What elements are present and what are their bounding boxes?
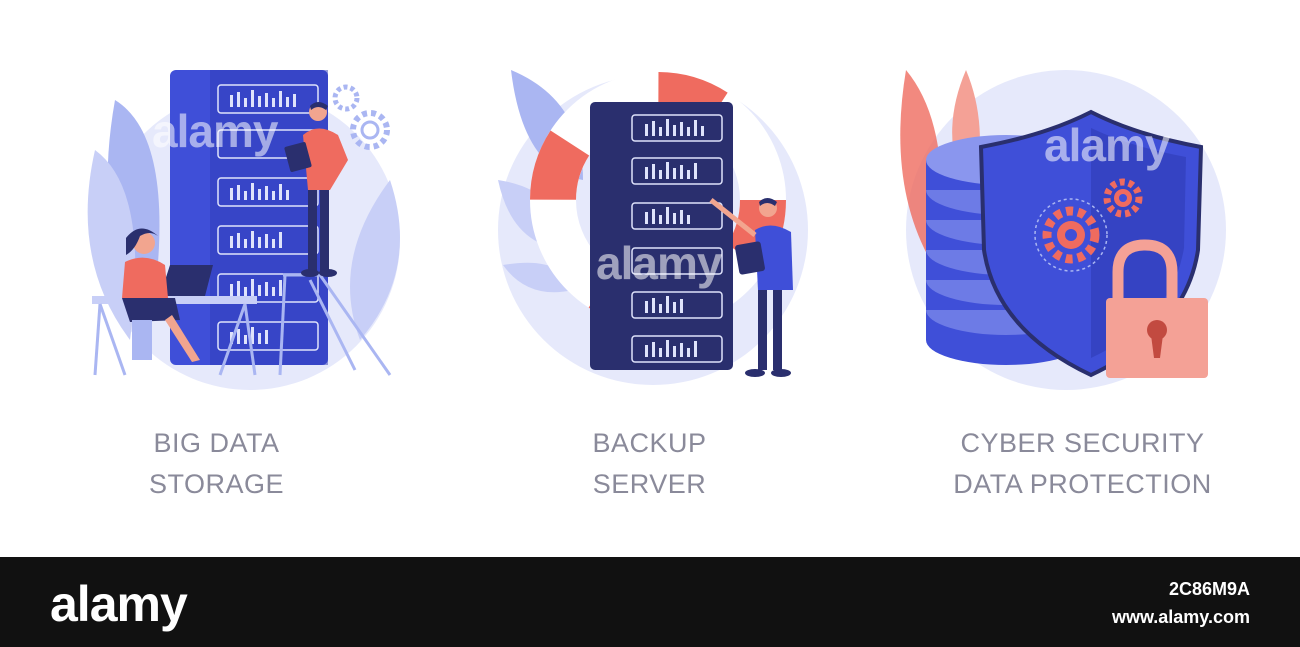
caption-big-data-storage: BIG DATA STORAGE (0, 423, 433, 505)
big-data-storage-illustration (87, 70, 400, 390)
image-id: 2C86M9A (1168, 579, 1250, 599)
caption-line-1: BIG DATA (153, 428, 280, 458)
footer-bar: alamy 2C86M9A www.alamy.com (0, 557, 1300, 647)
caption-line-1: CYBER SECURITY (960, 428, 1205, 458)
caption-cyber-security: CYBER SECURITY DATA PROTECTION (866, 423, 1299, 505)
caption-backup-server: BACKUP SERVER (433, 423, 866, 505)
caption-line-2: SERVER (592, 469, 707, 499)
panel-backup-server: alamy BACKUP SERVER (433, 0, 866, 557)
backup-server-illustration (498, 70, 808, 385)
caption-line-1: BACKUP (592, 428, 707, 458)
panel-cyber-security: alamy CYBER SECURITY DATA PROTECTION (866, 0, 1299, 557)
watermark: alamy (152, 105, 278, 157)
alamy-logo: alamy (50, 576, 188, 632)
caption-line-2: DATA PROTECTION (953, 469, 1212, 499)
caption-line-2: STORAGE (148, 469, 285, 499)
watermark: alamy (1044, 119, 1170, 171)
panel-big-data-storage: alamy BIG DATA STORAGE (0, 0, 433, 557)
watermark: alamy (596, 237, 722, 289)
site-url: www.alamy.com (1111, 607, 1250, 627)
cyber-security-illustration (900, 70, 1226, 390)
